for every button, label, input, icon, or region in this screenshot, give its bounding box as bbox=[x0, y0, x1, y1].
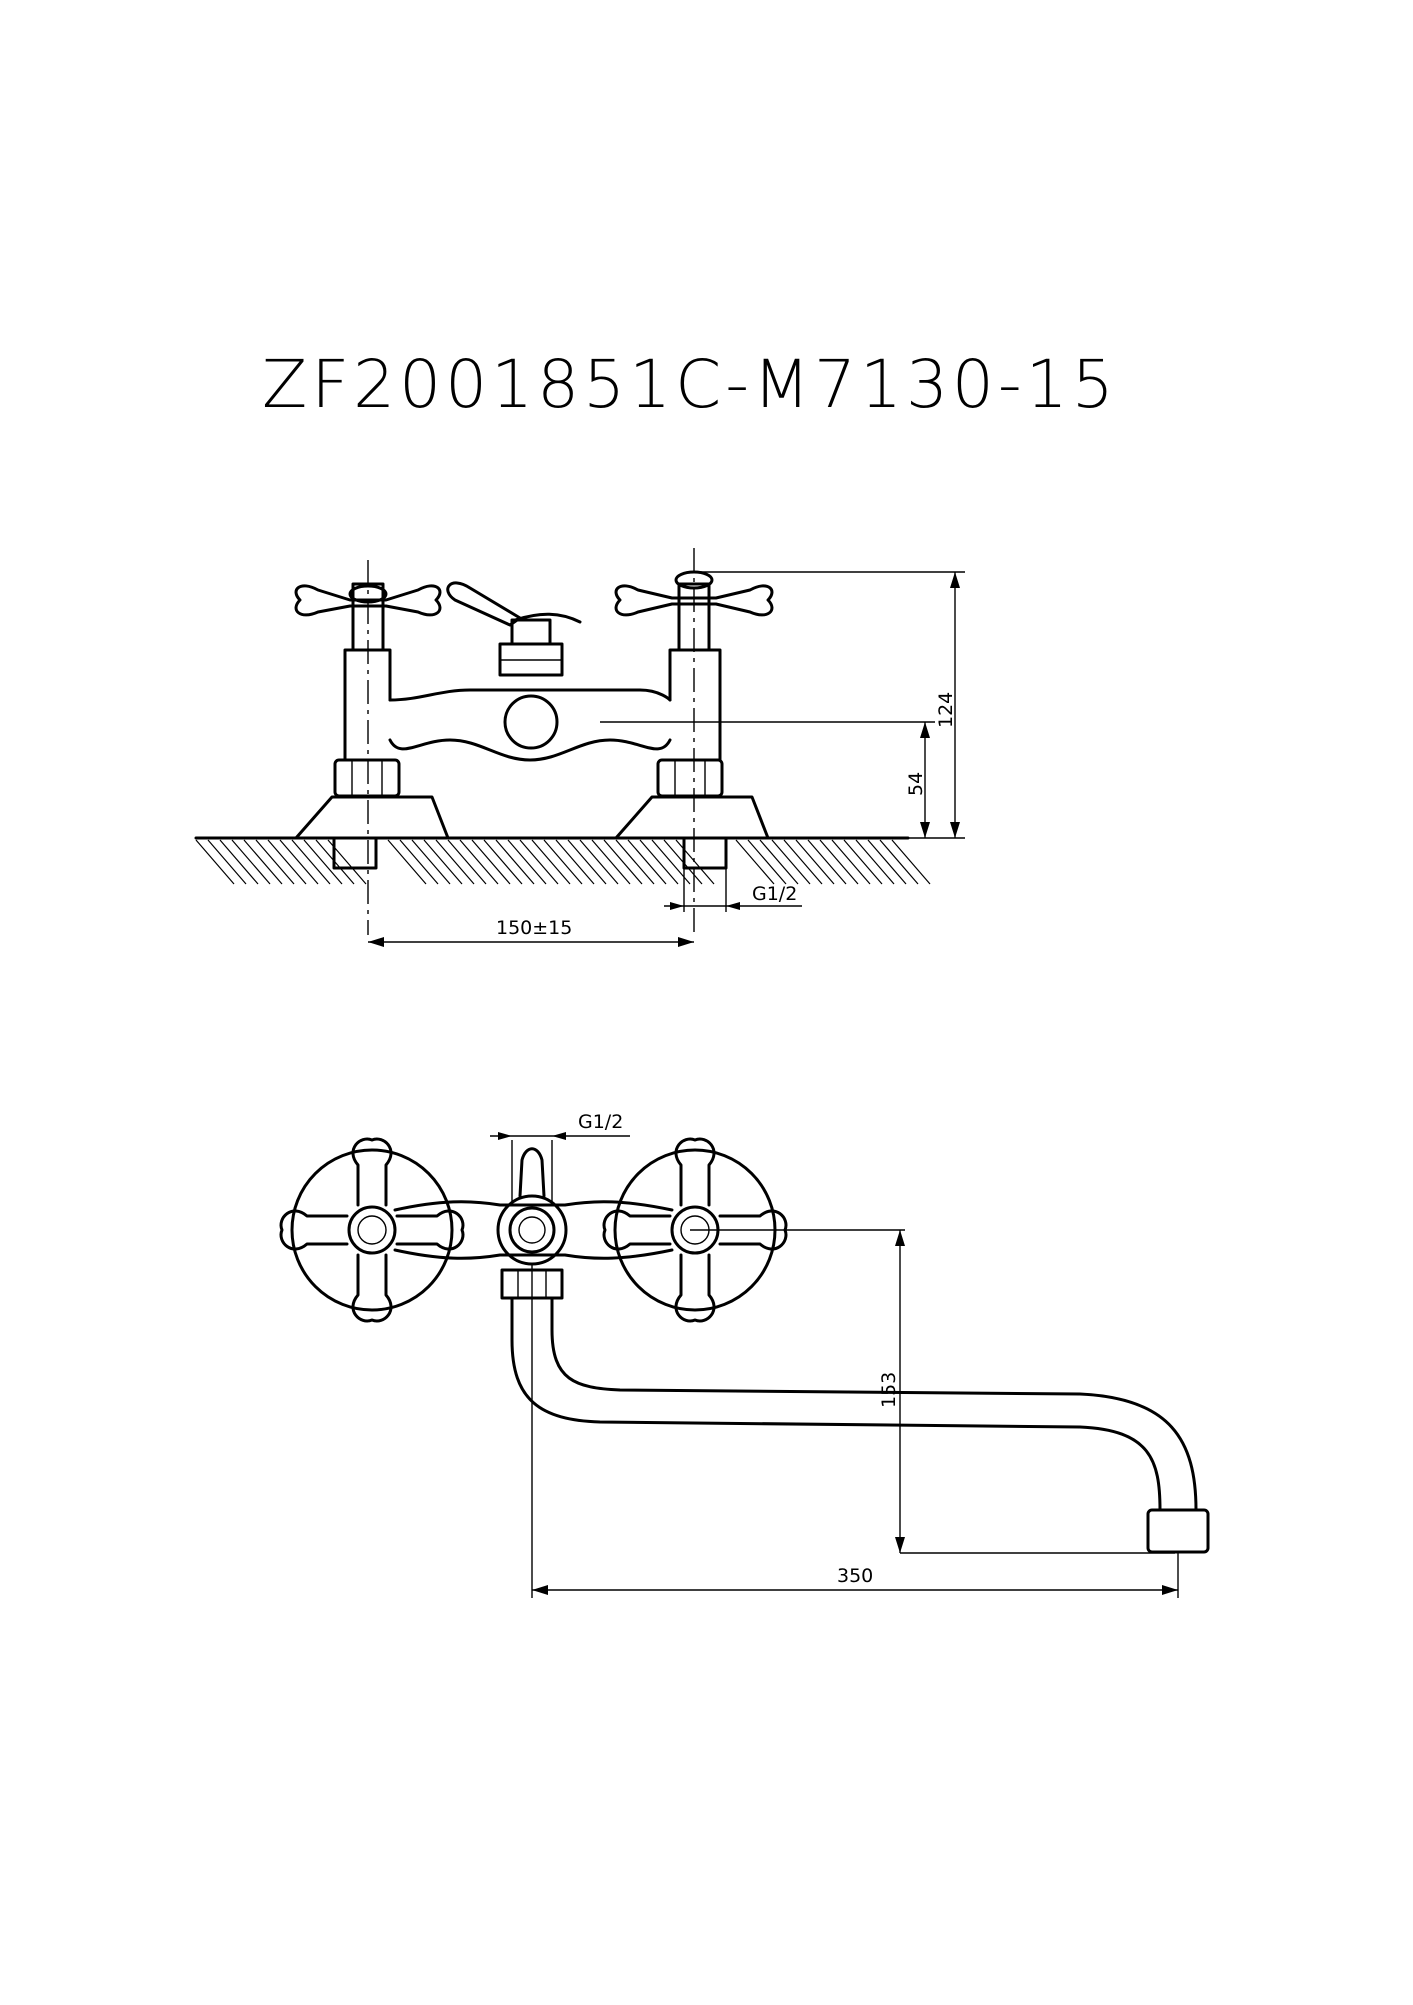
right-inlet bbox=[682, 836, 728, 870]
spout bbox=[510, 1296, 1210, 1554]
left-valve bbox=[294, 582, 450, 870]
mixer-body bbox=[388, 581, 672, 762]
dim-thread-front-label: G1/2 bbox=[752, 883, 797, 905]
spout-aerator bbox=[1146, 1508, 1210, 1554]
right-cross-arm-bottom bbox=[674, 1253, 716, 1323]
diverter-rosette-top bbox=[496, 1194, 568, 1266]
diverter-knob bbox=[503, 694, 559, 750]
dim-124: 124 bbox=[700, 571, 965, 839]
diverter-lever-top bbox=[518, 1147, 546, 1198]
diverter-lever bbox=[446, 581, 522, 627]
front-view: 124 54 150±15 G1/2 bbox=[194, 548, 965, 947]
left-escutcheon bbox=[294, 795, 450, 840]
left-cross-handle bbox=[294, 584, 442, 617]
left-cross-arm-left bbox=[279, 1209, 349, 1251]
left-rosette bbox=[290, 1148, 454, 1312]
right-valve-body bbox=[668, 648, 722, 762]
dim-thread-front: G1/2 bbox=[664, 868, 802, 912]
left-handle-top bbox=[279, 1137, 465, 1323]
top-view: 153 350 G1/2 bbox=[279, 1111, 1210, 1598]
model-code: ZF2001851C-M7130-15 bbox=[262, 346, 1118, 423]
dim-centers-label: 150±15 bbox=[496, 917, 572, 939]
right-nut bbox=[656, 758, 724, 798]
dim-centers: 150±15 bbox=[368, 917, 694, 947]
left-nut bbox=[333, 758, 401, 798]
dim-54-label: 54 bbox=[905, 772, 927, 796]
diverter-stem bbox=[510, 618, 552, 646]
dim-350: 350 bbox=[531, 1265, 1179, 1598]
dim-153-label: 153 bbox=[878, 1372, 900, 1408]
dim-124-label: 124 bbox=[935, 692, 957, 728]
dim-thread-top: G1/2 bbox=[490, 1111, 630, 1205]
dim-350-label: 350 bbox=[837, 1565, 873, 1587]
left-cross-arm-right bbox=[395, 1209, 465, 1251]
left-cross-arm-top bbox=[351, 1137, 393, 1207]
left-cross-arm-bottom bbox=[351, 1253, 393, 1323]
right-escutcheon bbox=[614, 795, 770, 840]
dim-54: 54 bbox=[600, 721, 935, 838]
dim-153: 153 bbox=[878, 1230, 1175, 1554]
mixer-body-top bbox=[393, 1147, 674, 1300]
dim-thread-top-label: G1/2 bbox=[578, 1111, 623, 1133]
right-cross-arm-left bbox=[602, 1209, 672, 1251]
right-cross-handle bbox=[614, 584, 774, 617]
right-cross-arm-top bbox=[674, 1137, 716, 1207]
left-inlet bbox=[332, 836, 378, 870]
wall-hatch bbox=[194, 836, 931, 885]
